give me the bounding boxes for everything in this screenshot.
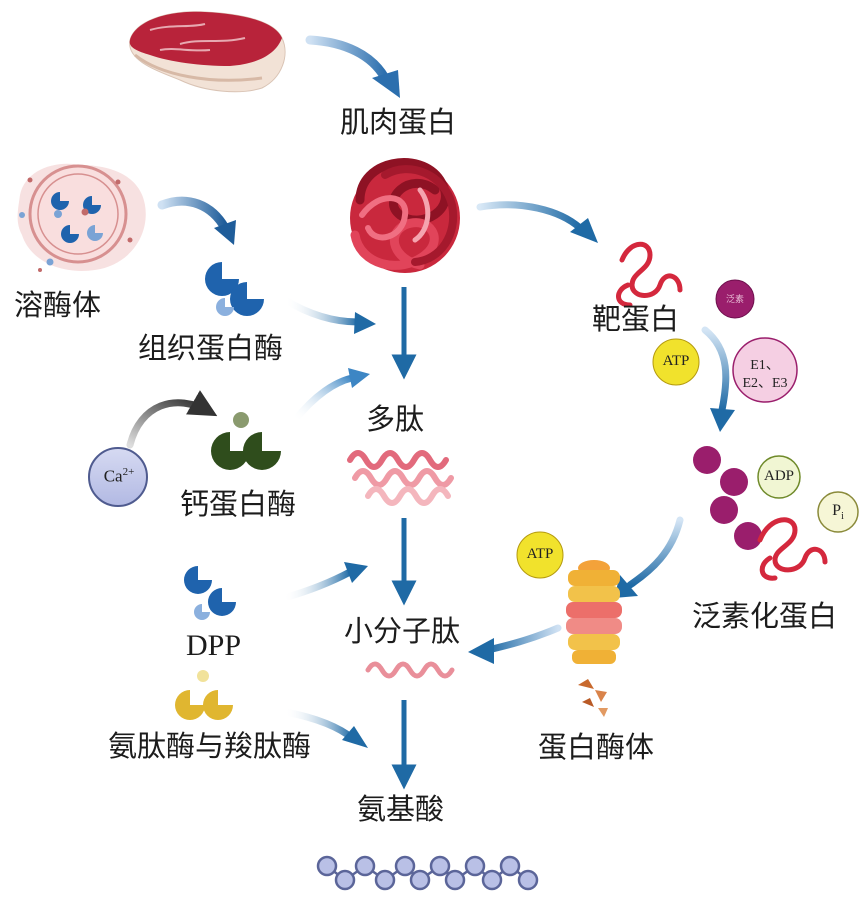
- small-peptide-strand-icon: [365, 661, 455, 679]
- lysosome-icon: [17, 163, 146, 272]
- calpain-to-polypeptide-arrowhead: [348, 368, 370, 388]
- atp-top-text: ATP: [662, 353, 690, 369]
- target-to-ubiquitinated-arrow: [701, 326, 730, 414]
- calpain-enzyme-icon: [211, 412, 281, 470]
- calcium-ion-text: Ca2+: [92, 466, 146, 487]
- protein-to-target-arrowhead: [570, 218, 598, 243]
- amino-acid-chain-icon: [316, 855, 539, 891]
- e-enzymes-line1: E1、: [750, 358, 780, 373]
- atp-proteasome-badge: [516, 531, 564, 579]
- muscle-protein-tangle-icon: [350, 158, 460, 273]
- cathepsin-to-polypeptide-arrowhead: [354, 312, 376, 334]
- atp-proteasome-text: ATP: [526, 546, 554, 562]
- adp-badge: [757, 455, 801, 499]
- label-amino-acid: 氨基酸: [357, 792, 445, 826]
- dpp-to-small-peptide-arrowhead: [344, 562, 368, 583]
- e-enzymes-line2: E2、E3: [742, 376, 788, 391]
- ubiquitinated-to-proteasome-arrow: [626, 516, 684, 589]
- phosphate-badge: [817, 491, 859, 533]
- proteasome-to-small-peptide-arrowhead: [468, 638, 494, 664]
- ubiquitinated-protein-icon: [693, 446, 828, 581]
- cathepsin-to-polypeptide-arrow: [281, 296, 362, 326]
- peptidase-to-amino-acid-arrowhead: [342, 726, 368, 748]
- label-ubiquitinated-protein: 泛素化蛋白: [692, 599, 838, 633]
- calpain-to-polypeptide-arrow: [291, 374, 356, 424]
- label-target-protein: 靶蛋白: [592, 302, 680, 336]
- calcium-charge: 2+: [122, 466, 135, 478]
- label-cathepsin: 组织蛋白酶: [138, 331, 284, 365]
- meat-to-protein-arrowhead: [372, 70, 400, 98]
- ubiquitin-text: 泛素: [725, 295, 744, 305]
- dpp-enzyme-icon: [184, 566, 236, 620]
- lysosome-release-arrow: [157, 196, 230, 233]
- dpp-to-small-peptide-arrow: [280, 568, 354, 602]
- e1-e2-e3-enzymes-badge: [732, 337, 798, 403]
- proteasome-icon: [566, 560, 622, 717]
- label-muscle-protein: 肌肉蛋白: [340, 105, 457, 139]
- label-calpain: 钙蛋白酶: [180, 487, 297, 521]
- calcium-ion-icon: [88, 447, 148, 507]
- peptidase-enzyme-icon: [175, 670, 233, 720]
- atp-top-badge: [652, 338, 700, 386]
- meat-steak-icon: [129, 11, 286, 93]
- label-proteasome: 蛋白酶体: [538, 730, 655, 764]
- meat-to-protein-arrow: [305, 35, 390, 83]
- lysosome-release-arrowhead: [214, 220, 236, 245]
- label-lysosome: 溶酶体: [14, 288, 102, 322]
- ubiquitin-icon: [715, 279, 755, 319]
- ubiquitinated-to-proteasome-arrowhead: [614, 575, 638, 598]
- target-protein-icon: [616, 241, 683, 308]
- protein-to-target-arrow: [476, 201, 584, 232]
- cathepsin-enzyme-icon: [205, 262, 264, 316]
- phosphate-subscript: i: [841, 511, 844, 523]
- polypeptide-strands-icon: [347, 450, 454, 506]
- calcium-symbol: Ca: [103, 466, 123, 486]
- phosphate-symbol: P: [832, 502, 842, 519]
- target-to-ubiquitinated-arrowhead: [710, 408, 735, 432]
- phosphate-text: Pi: [823, 502, 853, 522]
- label-small-peptide: 小分子肽: [344, 614, 461, 648]
- calcium-activation-arrow: [126, 390, 218, 449]
- adp-text: ADP: [763, 468, 794, 484]
- label-polypeptide: 多肽: [366, 402, 425, 436]
- label-amino-carboxy-peptidase: 氨肽酶与羧肽酶: [108, 729, 312, 763]
- proteasome-to-small-peptide-arrow: [484, 624, 562, 654]
- label-dpp: DPP: [186, 629, 242, 662]
